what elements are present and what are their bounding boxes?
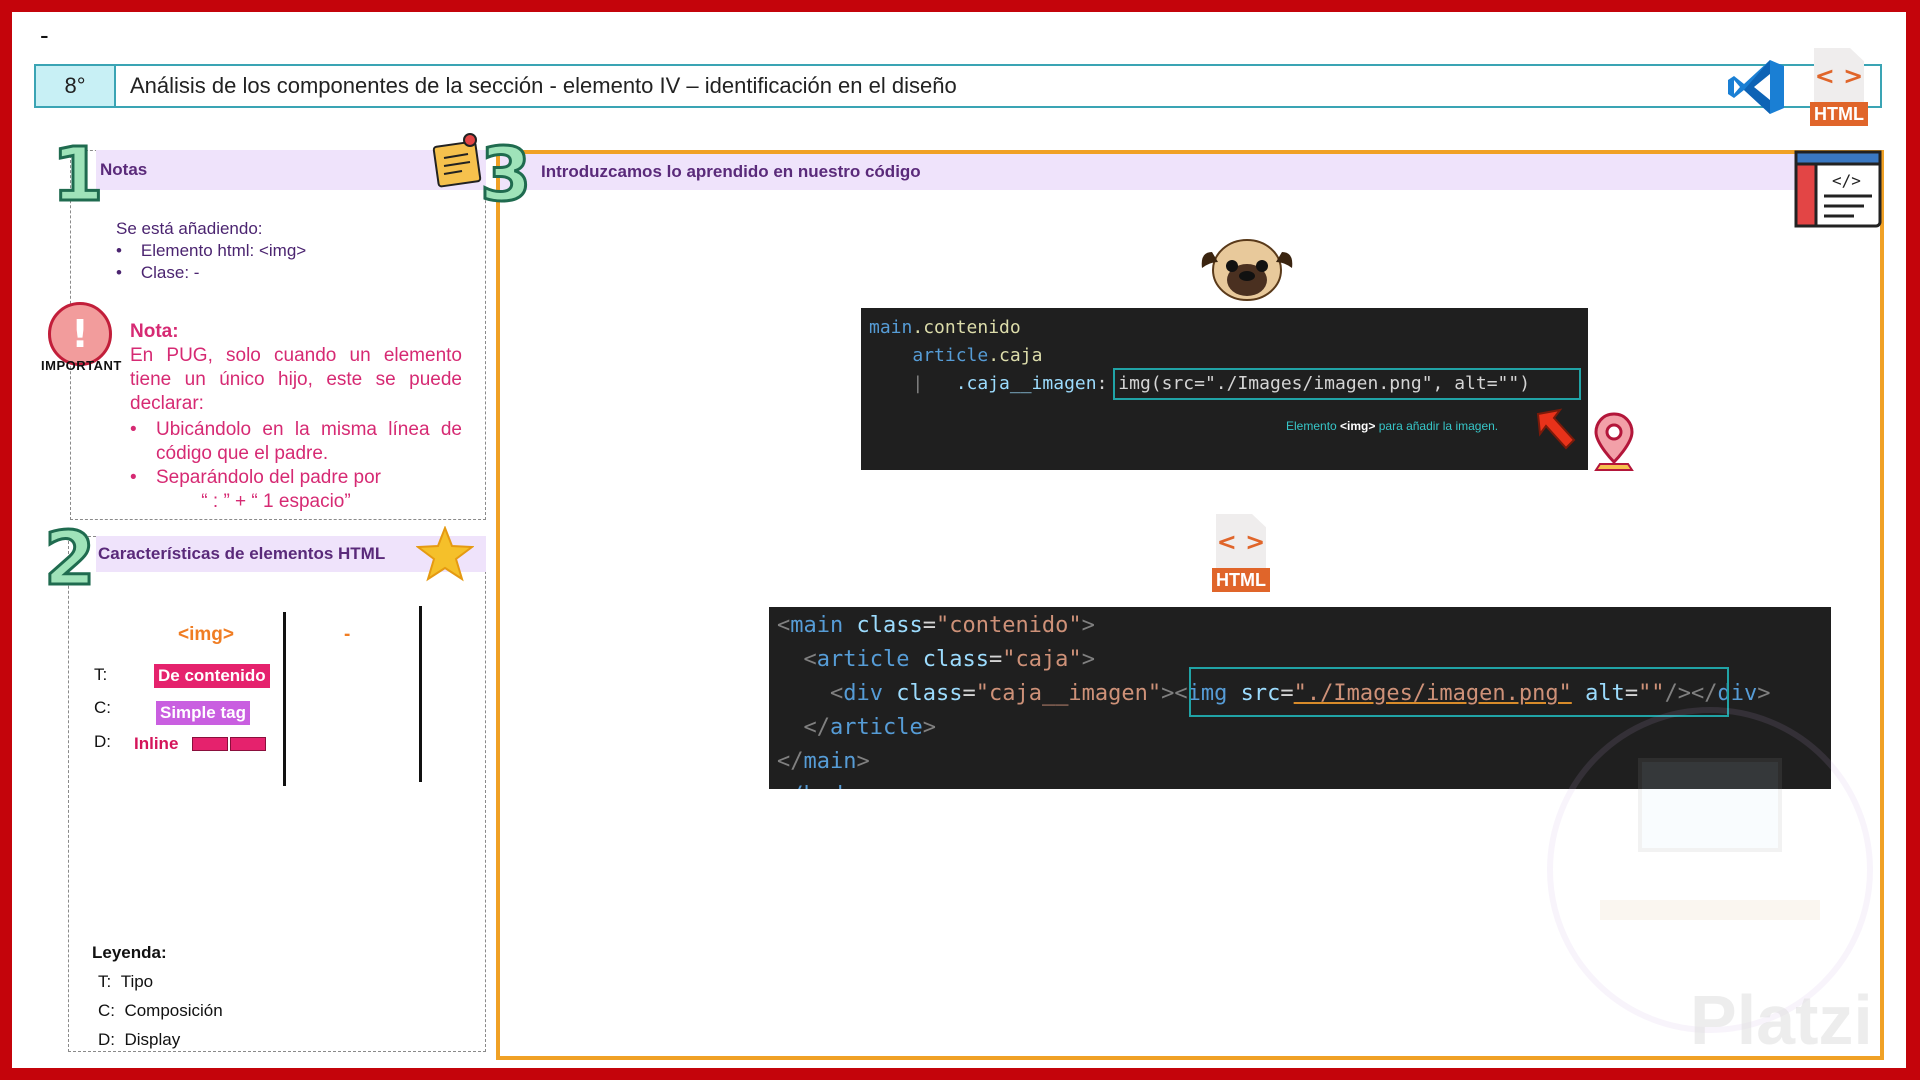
notes-bullet-1: • Elemento html: <img> bbox=[116, 241, 307, 260]
characteristics-title: Características de elementos HTML bbox=[98, 544, 386, 563]
star-icon bbox=[416, 526, 474, 582]
legend-item-c: C: Composición bbox=[98, 1001, 223, 1020]
red-arrow-icon bbox=[1536, 408, 1576, 450]
notes-list: Se está añadiendo: • Elemento html: <img… bbox=[116, 218, 306, 284]
characteristics-band: Características de elementos HTML bbox=[96, 536, 486, 572]
row-label-c: C: bbox=[94, 698, 111, 717]
html-code-block: <main class="contenido"> <article class=… bbox=[769, 607, 1831, 789]
html-file-icon-2: < > HTML bbox=[1210, 514, 1272, 592]
inline-bars bbox=[192, 737, 266, 751]
col-header-img: <img> bbox=[178, 624, 234, 645]
table-divider-1 bbox=[283, 612, 286, 786]
watermark-illustration bbox=[1547, 707, 1873, 1033]
platzi-watermark: Platzi bbox=[1690, 981, 1873, 1059]
notes-bullet-2: • Clase: - bbox=[116, 263, 200, 282]
nota-spacing: “ : ” + “ 1 espacio” bbox=[201, 491, 351, 512]
nota-bullet-2: Separándolo del padre por bbox=[130, 466, 462, 490]
top-dash: - bbox=[40, 20, 49, 50]
html-line-6: </body> bbox=[777, 779, 1823, 789]
section-2-number: 2 bbox=[43, 516, 97, 602]
html-line-5: </main> bbox=[777, 749, 870, 774]
col-header-empty: - bbox=[344, 624, 351, 645]
nota-block: Nota: En PUG, solo cuando un elemento ti… bbox=[130, 320, 462, 514]
type-pill: De contenido bbox=[154, 664, 270, 688]
legend-item-d: D: Display bbox=[98, 1030, 181, 1049]
table-divider-2 bbox=[419, 606, 422, 782]
notes-band: Notas bbox=[96, 150, 486, 190]
important-icon: ! IMPORTANT bbox=[41, 302, 130, 378]
sticky-note-icon bbox=[432, 133, 482, 188]
html-line-2: <article class="caja"> bbox=[803, 647, 1095, 672]
code-section-band bbox=[500, 154, 1880, 190]
pug-code-block: main.contenido article.caja | .caja__ima… bbox=[861, 308, 1588, 470]
html-highlight-box bbox=[1189, 667, 1729, 717]
slide-title: Análisis de los componentes de la secció… bbox=[130, 73, 957, 98]
display-value: Inline bbox=[134, 734, 179, 753]
legend-title: Leyenda: bbox=[92, 943, 167, 962]
html-line-4: </article> bbox=[803, 715, 936, 740]
pug-line-2: article.caja bbox=[912, 345, 1043, 366]
slide-number: 8° bbox=[36, 66, 116, 106]
row-label-t: T: bbox=[94, 665, 108, 684]
nota-bullet-1: Ubicándolo en la misma línea de código q… bbox=[130, 418, 462, 466]
pug-highlight-box bbox=[1113, 368, 1581, 400]
svg-text:</>: </> bbox=[1832, 171, 1861, 190]
header-bar: 8° Análisis de los componentes de la sec… bbox=[34, 64, 1882, 108]
nota-text: En PUG, solo cuando un elemento tiene un… bbox=[130, 345, 462, 414]
notes-title: Notas bbox=[100, 160, 148, 179]
nota-title: Nota: bbox=[130, 321, 179, 342]
notes-intro: Se está añadiendo: bbox=[116, 219, 263, 238]
pug-line-3: | .caja__imagen: img(src="./Images/image… bbox=[869, 373, 1531, 394]
html-file-icon: < > HTML bbox=[1808, 48, 1870, 126]
html-line-3: <div class="caja__imagen"><img src="./Im… bbox=[829, 681, 1771, 706]
pug-annotation: Elemento <img> para añadir la imagen. bbox=[1286, 419, 1499, 433]
composition-pill: Simple tag bbox=[156, 701, 250, 725]
location-pin-icon bbox=[1594, 412, 1634, 471]
row-label-d: D: bbox=[94, 732, 111, 751]
html-line-1: <main class="contenido"> bbox=[777, 613, 1095, 638]
legend: Leyenda: T: Tipo C: Composición D: Displ… bbox=[92, 938, 223, 1054]
section-1-number: 1 bbox=[51, 132, 105, 218]
section-3-number: 3 bbox=[479, 132, 533, 218]
code-section-box bbox=[496, 150, 1884, 1060]
html-label: HTML bbox=[1810, 102, 1868, 126]
pug-logo-icon bbox=[1201, 239, 1293, 301]
code-book-icon: </> bbox=[1794, 150, 1882, 228]
pug-line-1: main.contenido bbox=[869, 317, 1021, 338]
important-label: IMPORTANT bbox=[41, 358, 122, 373]
legend-item-t: T: Tipo bbox=[98, 972, 154, 991]
vscode-icon bbox=[1728, 60, 1784, 114]
code-section-title: Introduzcamos lo aprendido en nuestro có… bbox=[541, 162, 921, 181]
